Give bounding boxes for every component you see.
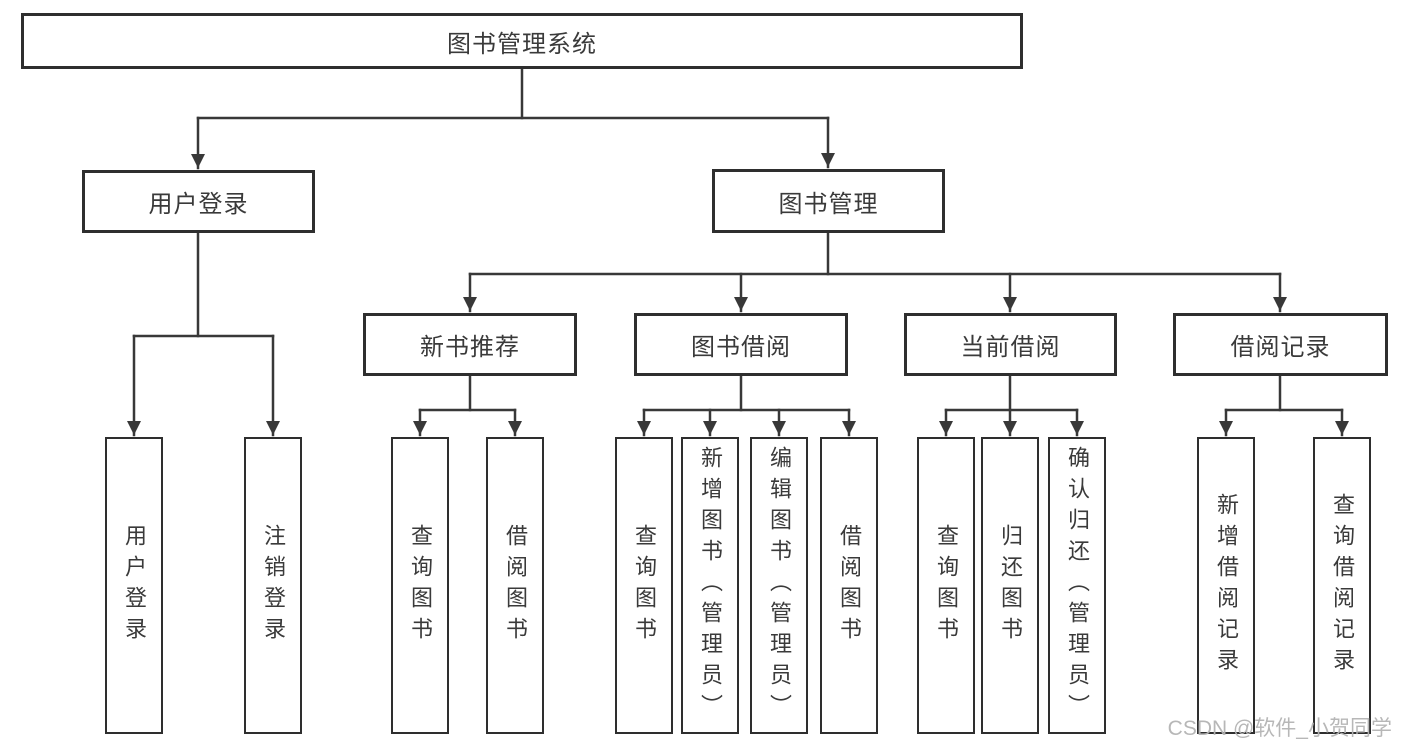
leaf-edit-book-admin: 编辑图书（管理员） [750, 437, 808, 734]
leaf-borrow-book-1-label: 借阅图书 [503, 523, 528, 648]
leaf-add-borrow-record-label: 新增借阅记录 [1214, 492, 1239, 679]
leaf-add-borrow-record: 新增借阅记录 [1197, 437, 1255, 734]
leaf-query-book-3: 查询图书 [917, 437, 975, 734]
leaf-borrow-book-2: 借阅图书 [820, 437, 878, 734]
node-current-borrow-label: 当前借阅 [960, 334, 1061, 361]
leaf-query-book-2: 查询图书 [615, 437, 673, 734]
leaf-confirm-return-admin: 确认归还（管理员） [1048, 437, 1106, 734]
node-user-login-label: 用户登录 [148, 191, 249, 218]
csdn-watermark: CSDN @软件_小贺同学 [1167, 717, 1392, 740]
node-borrow-record: 借阅记录 [1173, 313, 1388, 376]
leaf-user-login: 用户登录 [105, 437, 163, 734]
node-user-login: 用户登录 [82, 170, 315, 233]
node-borrow-record-label: 借阅记录 [1230, 334, 1331, 361]
leaf-query-book-3-label: 查询图书 [934, 523, 959, 648]
leaf-query-borrow-record: 查询借阅记录 [1313, 437, 1371, 734]
node-new-book-recommend-label: 新书推荐 [420, 334, 520, 361]
leaf-query-book-1-label: 查询图书 [408, 523, 433, 648]
node-root-label: 图书管理系统 [447, 30, 597, 58]
leaf-return-book: 归还图书 [981, 437, 1039, 734]
node-root-system: 图书管理系统 [21, 13, 1023, 69]
leaf-add-book-admin: 新增图书（管理员） [681, 437, 739, 734]
node-book-management-label: 图书管理 [778, 190, 879, 218]
leaf-user-login-label: 用户登录 [122, 523, 147, 648]
node-new-book-recommend: 新书推荐 [363, 313, 577, 376]
leaf-query-book-1: 查询图书 [391, 437, 449, 734]
leaf-confirm-return-admin-label: 确认归还（管理员） [1065, 446, 1090, 725]
node-book-borrow: 图书借阅 [634, 313, 848, 376]
leaf-borrow-book-2-label: 借阅图书 [837, 523, 862, 648]
node-current-borrow: 当前借阅 [904, 313, 1117, 376]
node-book-management: 图书管理 [712, 169, 945, 233]
leaf-query-borrow-record-label: 查询借阅记录 [1330, 492, 1355, 679]
leaf-edit-book-admin-label: 编辑图书（管理员） [767, 446, 792, 725]
leaf-add-book-admin-label: 新增图书（管理员） [698, 446, 723, 725]
leaf-query-book-2-label: 查询图书 [632, 523, 657, 648]
node-book-borrow-label: 图书借阅 [691, 334, 791, 361]
leaf-return-book-label: 归还图书 [998, 523, 1023, 648]
leaf-logout-label: 注销登录 [261, 523, 286, 648]
leaf-borrow-book-1: 借阅图书 [486, 437, 544, 734]
leaf-logout: 注销登录 [244, 437, 302, 734]
